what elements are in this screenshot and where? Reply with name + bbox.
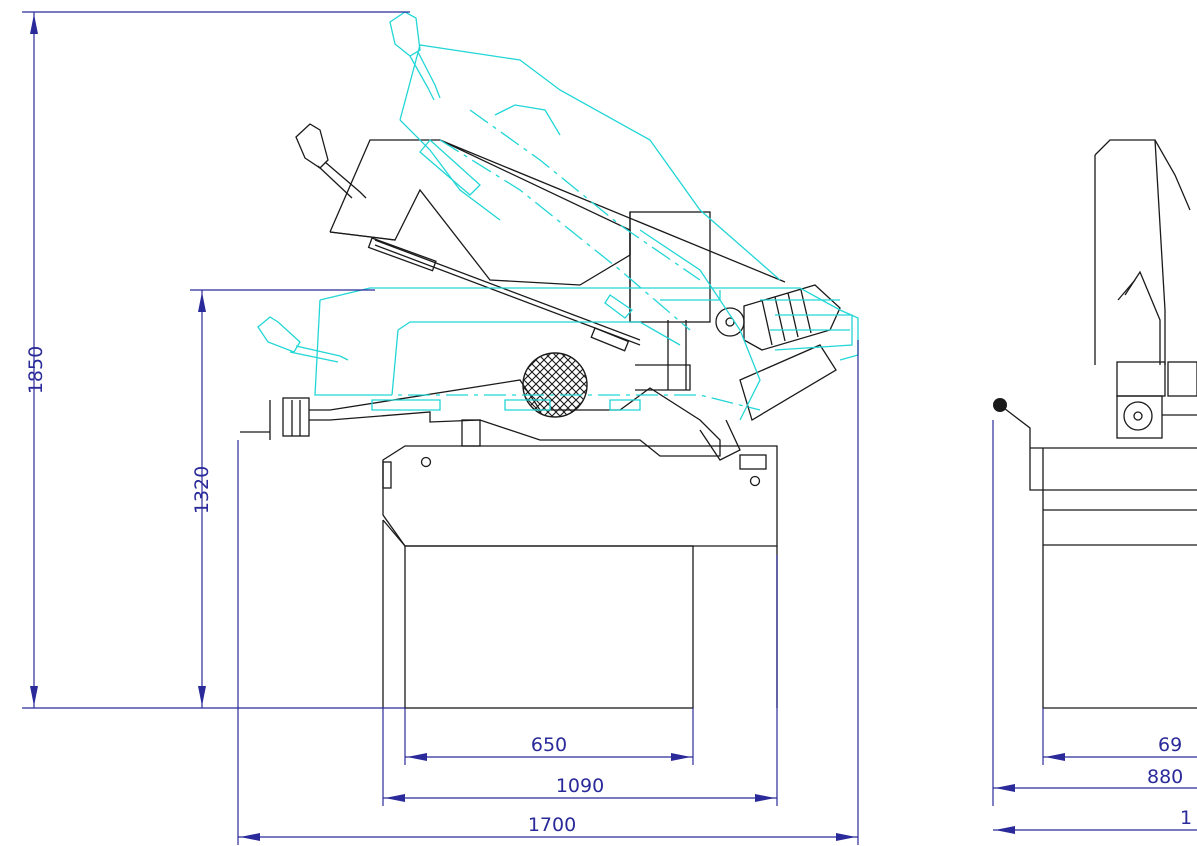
- front-table: [999, 404, 1197, 709]
- workpiece: [522, 352, 588, 418]
- handle-raised-top: [389, 11, 441, 101]
- dimension-base-width: 650: [404, 708, 694, 765]
- front-view: 69 880 1: [992, 139, 1197, 834]
- dimension-label-side-body: 880: [1147, 766, 1183, 788]
- dimension-label-650: 650: [531, 734, 567, 756]
- dimension-label-1700: 1700: [528, 814, 576, 836]
- motor-assembly: [699, 284, 841, 461]
- dimension-body-width: 1090: [382, 555, 778, 806]
- dimension-label-1320: 1320: [191, 466, 213, 514]
- machine-body: [382, 445, 778, 547]
- dimension-label-side-overall: 1: [1180, 807, 1192, 829]
- dimension-side-overall-width: 1: [993, 807, 1197, 834]
- dimension-overall-length: 1700: [237, 340, 859, 845]
- handle-lowered: [295, 123, 367, 199]
- dimension-label-1850: 1850: [25, 346, 47, 394]
- dimension-label-side-base: 69: [1158, 734, 1182, 756]
- dimension-height-total: 1850: [22, 11, 410, 709]
- dimension-label-1090: 1090: [556, 775, 604, 797]
- saw-bow-lowered: [329, 139, 786, 352]
- saw-bow-raised-outline: [314, 44, 859, 421]
- handle-raised-bottom: [257, 316, 349, 363]
- dimension-side-body-width: 880: [992, 420, 1197, 806]
- dimension-height-table: 1320: [190, 289, 375, 708]
- front-saw-head: [1094, 139, 1197, 439]
- dimension-side-base-width: 69: [1042, 708, 1197, 765]
- front-handle-knob: [993, 398, 1007, 412]
- base-cabinet: [382, 520, 778, 709]
- vise-assembly: [240, 320, 721, 457]
- side-view: 1850 1320 650 1090: [22, 11, 859, 845]
